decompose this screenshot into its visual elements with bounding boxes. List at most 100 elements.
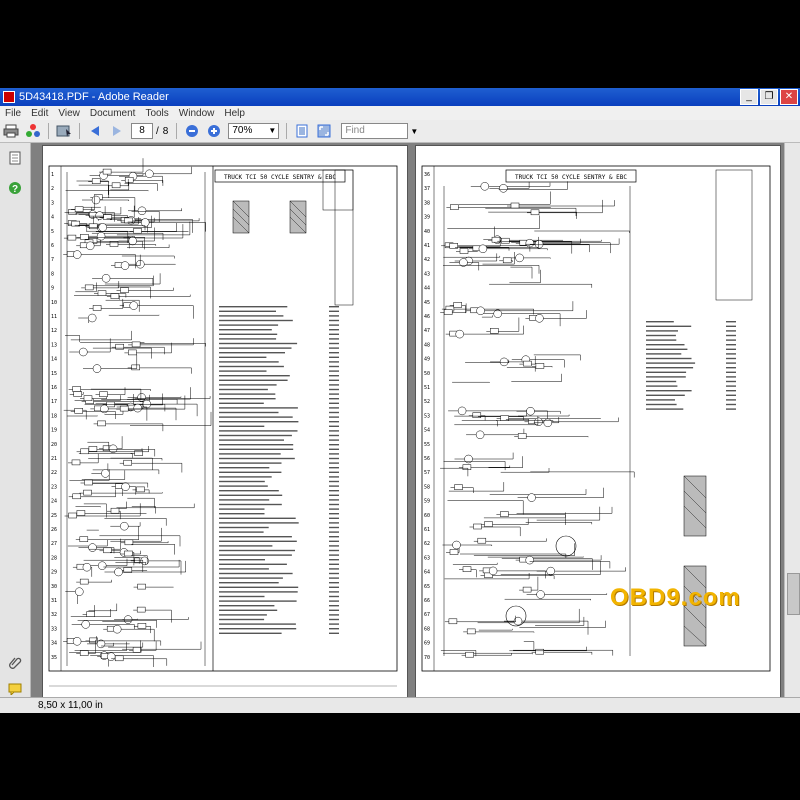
menu-help[interactable]: Help: [224, 107, 245, 119]
pages-panel-icon[interactable]: [8, 151, 22, 165]
wire: [86, 230, 129, 243]
legend-text-line: [219, 577, 283, 579]
wire: [489, 181, 530, 189]
legend-ref-line: [329, 324, 339, 326]
component-circle: [137, 393, 146, 402]
wire: [443, 652, 533, 655]
legend-ref-line: [329, 375, 339, 377]
row-number: 60: [424, 513, 430, 519]
menu-document[interactable]: Document: [89, 107, 136, 119]
scrollbar-thumb[interactable]: [787, 573, 800, 615]
wire: [448, 482, 505, 492]
component-circle: [88, 543, 97, 552]
component-circle: [534, 417, 543, 427]
legend-ref-line: [329, 467, 339, 469]
row-number: 31: [51, 598, 57, 604]
wire: [444, 573, 530, 580]
legend-ref-line: [329, 430, 339, 432]
component-box: [84, 479, 93, 486]
legend-text-line: [219, 609, 278, 611]
menu-tools[interactable]: Tools: [145, 107, 169, 119]
legend-ref-line: [726, 376, 736, 378]
minimize-button[interactable]: _: [740, 89, 758, 105]
help-icon[interactable]: ?: [8, 181, 22, 195]
menu-edit[interactable]: Edit: [31, 107, 49, 119]
page-separator: /: [156, 125, 159, 137]
page-number-input[interactable]: 8: [131, 123, 153, 139]
row-number: 54: [424, 428, 430, 434]
wire: [454, 416, 539, 426]
legend-ref-line: [329, 421, 339, 423]
menu-file[interactable]: File: [5, 107, 22, 119]
legend-text-line: [219, 513, 265, 515]
wire: [135, 166, 192, 175]
legend-text-line: [219, 476, 272, 478]
component-box: [133, 228, 142, 234]
component-box: [79, 536, 89, 542]
wire: [483, 313, 561, 327]
find-input[interactable]: Find: [341, 123, 409, 139]
comments-icon[interactable]: [8, 683, 22, 697]
legend-ref-line: [329, 319, 339, 322]
wire: [124, 342, 172, 354]
vertical-scrollbar[interactable]: [784, 143, 800, 697]
menu-view[interactable]: View: [58, 107, 80, 119]
legend-text-line: [219, 628, 297, 630]
wire: [102, 393, 163, 406]
legend-text-line: [219, 444, 294, 446]
full-screen-icon[interactable]: [316, 123, 332, 139]
zoom-in-icon[interactable]: [206, 123, 222, 139]
wire: [81, 236, 130, 244]
menu-window[interactable]: Window: [178, 107, 215, 119]
component-box: [124, 217, 133, 224]
component-circle: [455, 329, 464, 339]
fit-page-icon[interactable]: [294, 123, 310, 139]
zoom-level-select[interactable]: 70% ▼: [228, 123, 280, 139]
legend-text-line: [219, 384, 277, 386]
collaborate-icon[interactable]: [25, 123, 41, 139]
component-circle: [459, 258, 468, 267]
wire: [498, 181, 568, 190]
component-box: [134, 450, 143, 456]
wire: [124, 183, 158, 191]
legend-ref-line: [329, 531, 339, 533]
wire: [535, 616, 585, 626]
wire: [76, 180, 109, 195]
legend-text-line: [219, 540, 297, 542]
component-circle: [526, 406, 535, 416]
component-circle: [101, 274, 111, 283]
wire: [458, 456, 523, 468]
wire: [460, 553, 567, 558]
find-dropdown-icon[interactable]: ▼: [410, 126, 419, 136]
component-circle: [81, 620, 90, 629]
menu-bar: File Edit View Document Tools Window Hel…: [0, 106, 800, 120]
legend-ref-line: [329, 453, 339, 455]
wire: [88, 603, 118, 612]
print-icon[interactable]: [3, 123, 19, 139]
maximize-button[interactable]: ❐: [760, 89, 778, 105]
component-circle: [120, 521, 129, 531]
wire: [480, 518, 529, 525]
wire: [121, 255, 175, 259]
wire: [104, 518, 167, 526]
component-box: [530, 209, 540, 216]
legend-text-line: [219, 549, 295, 552]
close-button[interactable]: ✕: [780, 89, 798, 105]
zoom-out-icon[interactable]: [184, 123, 200, 139]
row-number: 28: [51, 555, 57, 561]
legend-text-line: [219, 416, 293, 418]
wire: [78, 184, 110, 198]
next-page-icon[interactable]: [109, 123, 125, 139]
legend-text-line: [219, 503, 282, 506]
attachments-paperclip-icon[interactable]: [8, 655, 22, 669]
wire: [461, 420, 498, 427]
component-legend: [219, 306, 339, 634]
legend-ref-line: [329, 554, 339, 556]
wire: [443, 461, 506, 471]
legend-text-line: [219, 453, 281, 455]
previous-page-icon[interactable]: [87, 123, 103, 139]
component-circle: [95, 211, 104, 220]
wire: [110, 457, 153, 470]
select-tool-icon[interactable]: [56, 123, 72, 139]
